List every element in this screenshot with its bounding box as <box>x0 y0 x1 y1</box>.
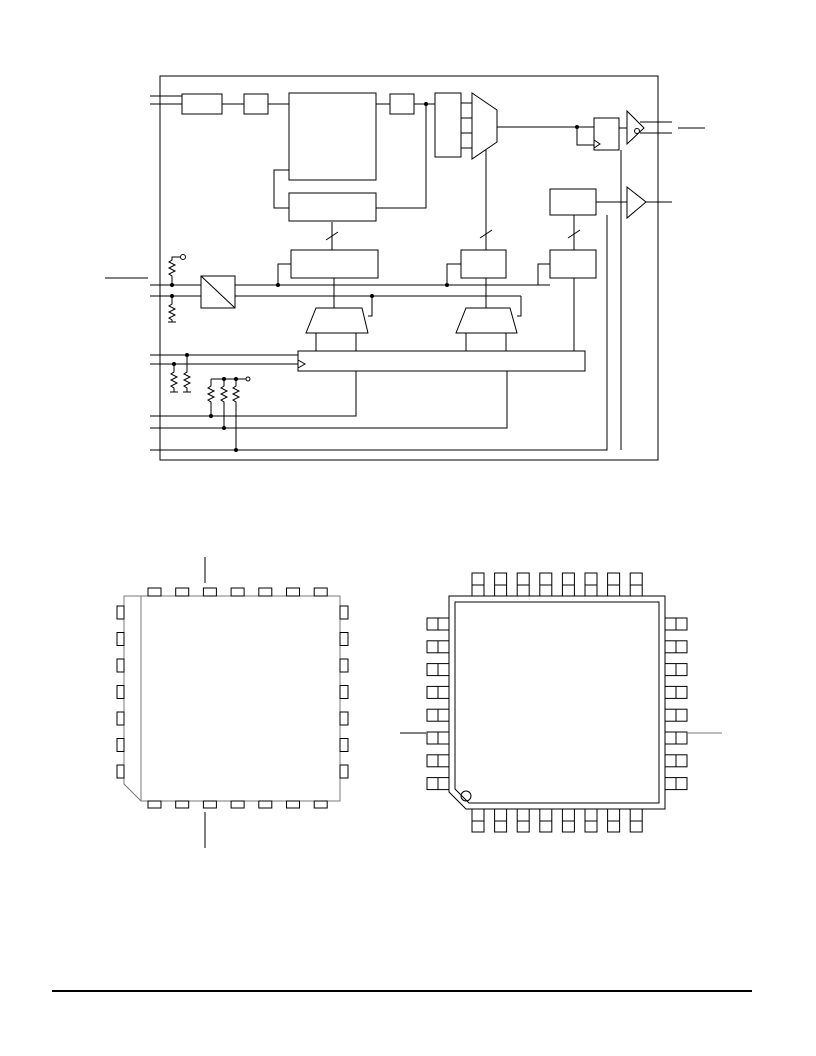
plcc-pin-top <box>202 587 217 597</box>
plcc-pin-top <box>258 587 273 597</box>
plcc-pin-right <box>339 711 349 726</box>
plcc-pin-right <box>339 764 349 779</box>
output-mux <box>471 92 498 160</box>
select-mux-left <box>305 307 369 334</box>
output-buffer-diff <box>626 109 645 146</box>
plcc-pin-bottom <box>147 800 162 809</box>
block-diagram <box>105 75 705 461</box>
plcc-pin-bottom <box>230 800 245 809</box>
plcc-pin-right <box>339 605 349 620</box>
plcc-pin-top <box>147 587 162 597</box>
plcc-pin-right <box>339 632 349 646</box>
plcc-pin-bottom <box>313 800 328 809</box>
diagram-frame <box>159 75 659 461</box>
qfp-package <box>400 572 722 833</box>
qfp-body-outer <box>448 595 666 810</box>
plcc-pin-bottom <box>175 800 190 809</box>
plcc-pins <box>116 587 349 809</box>
plcc-pin-left <box>116 738 125 752</box>
qfp-body-inner <box>454 601 660 804</box>
plcc-pin-bottom <box>286 800 300 809</box>
output-flip-flop <box>593 117 620 151</box>
plcc-pin-top <box>230 587 245 597</box>
tap-register <box>434 92 462 158</box>
plcc-pin-top <box>175 587 190 597</box>
pin1-marker-icon <box>460 790 472 802</box>
divider-block-left <box>290 249 379 279</box>
output-buffer-2 <box>626 185 647 220</box>
register-block-left <box>288 192 377 222</box>
output-divider-block <box>549 188 597 216</box>
plcc-pin-left <box>116 658 125 673</box>
small-block-2 <box>389 93 415 115</box>
pullup-resistor <box>167 256 180 285</box>
divider-block-right <box>549 249 597 279</box>
qfp-pins <box>426 572 688 833</box>
plcc-pin-left <box>116 685 125 699</box>
control-register <box>297 350 586 372</box>
plcc-pin-right <box>339 658 349 673</box>
plcc-pin-left <box>116 711 125 726</box>
plcc-pin-left <box>116 605 125 620</box>
plcc-pin-left <box>116 764 125 779</box>
plcc-pin-left <box>116 632 125 646</box>
divider-block-mid <box>460 249 507 279</box>
bus-slash <box>479 229 493 239</box>
plcc-pin-right <box>339 685 349 699</box>
plcc-package <box>116 557 349 848</box>
select-mux-right <box>455 307 518 334</box>
plcc-pin-bottom <box>202 800 217 809</box>
large-core-block <box>288 92 377 181</box>
input-buffer-block <box>181 93 223 115</box>
plcc-pin-bottom <box>258 800 273 809</box>
pulldown-resistor <box>167 296 177 322</box>
small-block-1 <box>243 93 269 115</box>
plcc-pin-top <box>286 587 300 597</box>
plcc-pin-top <box>313 587 328 597</box>
plcc-pin-right <box>339 738 349 752</box>
